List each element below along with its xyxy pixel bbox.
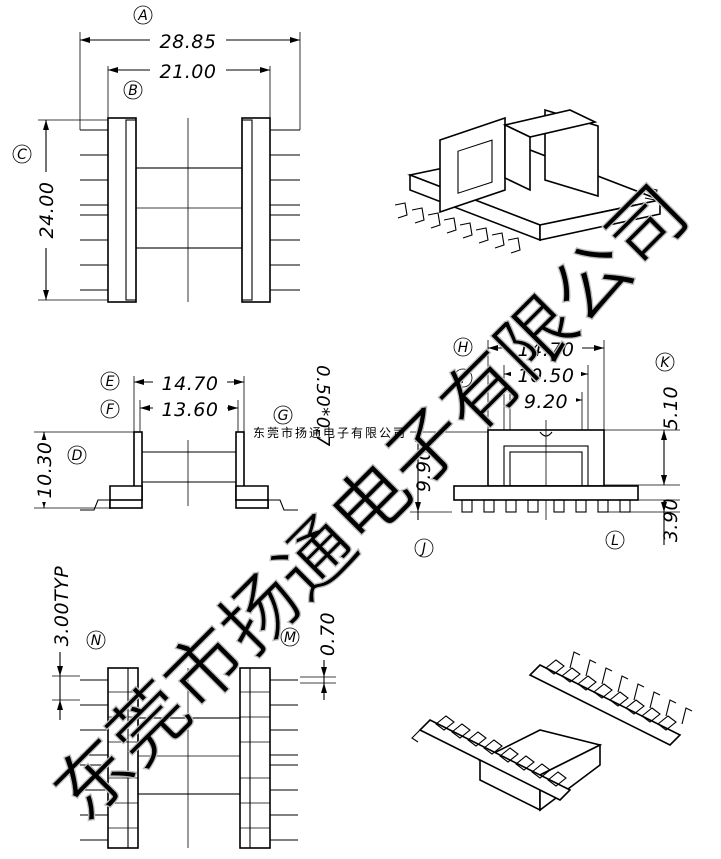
dim-a-value: 28.85 (160, 31, 217, 53)
isometric-view-bottom (411, 651, 693, 812)
isometric-view-top (394, 108, 663, 254)
label-n: N (91, 633, 102, 649)
dim-l-value: 3.90 (660, 498, 682, 542)
label-e: E (106, 374, 115, 390)
top-view: 28.85 A 21.00 B 24.00 C (12, 5, 301, 303)
iso-bottom-teeth-front (435, 715, 567, 787)
label-f: F (106, 402, 115, 418)
label-a: A (137, 8, 148, 24)
iso-top-pins (394, 187, 658, 254)
pins-right (270, 129, 300, 291)
label-d: D (72, 448, 83, 464)
dim-h-value: 14.70 (518, 339, 575, 361)
label-m: M (284, 630, 296, 646)
pins-left (80, 129, 110, 291)
dim-f-value: 13.60 (162, 399, 219, 421)
front-view-pins (461, 499, 631, 513)
label-b: B (128, 83, 138, 99)
bottom-view-pins (80, 679, 298, 841)
label-i: I (461, 371, 465, 387)
dim-i2-value: 9.20 (524, 391, 568, 413)
dim-j-value: 9.90 (413, 448, 435, 492)
iso-bottom-pins (411, 651, 693, 743)
dim-c-value: 24.00 (36, 182, 58, 239)
label-l: L (611, 533, 619, 549)
dim-g-value: 0.50*0.7 (312, 365, 333, 447)
dim-e-value: 14.70 (162, 373, 219, 395)
dim-k-value: 5.10 (660, 386, 682, 430)
bottom-view: 3.00TYP N 0.70 M (51, 566, 339, 849)
label-g: G (278, 408, 289, 424)
label-c: C (17, 147, 27, 163)
iso-bottom-teeth-back (545, 659, 677, 731)
dim-b-value: 21.00 (160, 61, 217, 83)
dim-d-value: 10.30 (34, 442, 56, 499)
label-k: K (660, 355, 671, 371)
label-h: H (458, 340, 469, 356)
dim-m-value: 0.70 (317, 612, 339, 656)
dim-n-value: 3.00TYP (51, 566, 73, 647)
front-view: 14.70 H 10.50 I 9.20 5.10 K 3.90 L (410, 337, 682, 558)
watermark-small-text: 东莞市扬通电子有限公司 (253, 425, 407, 440)
dim-i-value: 10.50 (518, 365, 575, 387)
side-view: 14.70 E 13.60 F 10.30 D G 0.50*0.7 (32, 365, 333, 511)
label-j: J (419, 541, 426, 557)
